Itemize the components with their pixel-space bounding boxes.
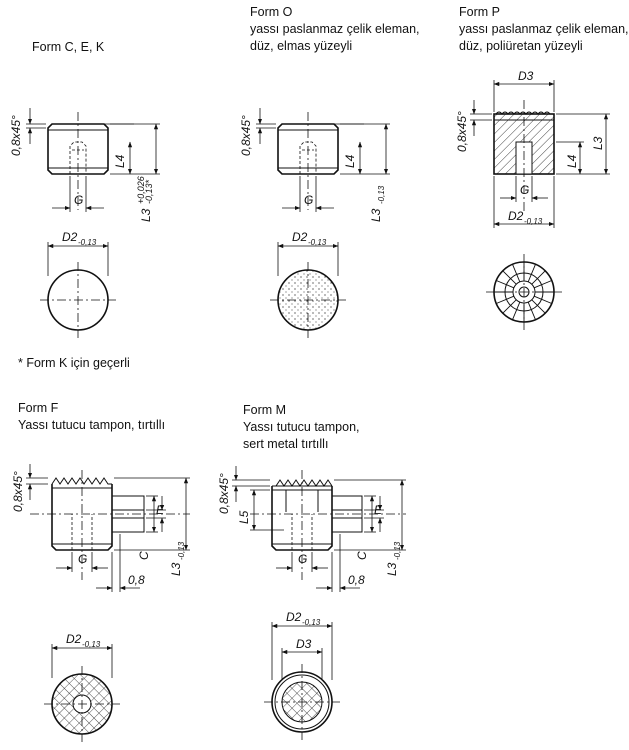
p-l4-label: L4	[565, 154, 579, 168]
form-o-title: Form O	[250, 5, 293, 19]
p-face-segment-line	[527, 301, 536, 320]
cek-g-label: G	[74, 193, 83, 207]
f-chamfer-label: 0,8x45°	[11, 471, 25, 512]
f-08-label: 0,8	[128, 573, 145, 587]
form-cek-top-view	[40, 242, 116, 338]
form-m-desc-1: Yassı tutucu tampon,	[243, 420, 360, 434]
f-c-label: C	[137, 551, 151, 560]
m-l5-label: L5	[237, 510, 251, 524]
m-c-label: C	[355, 551, 369, 560]
m-08-label: 0,8	[348, 573, 365, 587]
f-d2-label: D2	[66, 632, 82, 646]
cek-l4-label: L4	[113, 154, 127, 168]
cek-d2-label: D2	[62, 230, 78, 244]
p-l3-label: L3	[591, 136, 605, 150]
o-chamfer-label: 0,8x45°	[239, 115, 253, 156]
form-p-title: Form P	[459, 5, 500, 19]
cek-d2-tol: -0,13	[78, 238, 97, 247]
form-m-top-view	[264, 622, 340, 740]
form-p-desc-1: yassı paslanmaz çelik eleman,	[459, 22, 629, 36]
f-d2-tol: -0,13	[82, 640, 101, 649]
form-m-desc-2: sert metal tırtıllı	[243, 437, 329, 451]
p-face-segment-line	[533, 280, 552, 289]
form-o-desc-2: düz, elmas yüzeyli	[250, 39, 353, 53]
o-l3-tol: -0,13	[377, 185, 386, 204]
cek-l3-tol-down: -0,13*	[144, 179, 154, 204]
cek-l3-tol-up: +0,026	[136, 176, 146, 204]
f-l3-label: L3	[169, 562, 183, 576]
p-d3-label: D3	[518, 69, 534, 83]
m-e-label: E	[374, 503, 383, 517]
form-cek-side-view	[26, 108, 160, 212]
form-p-top-view	[486, 254, 562, 330]
o-l4-label: L4	[343, 154, 357, 168]
m-l3-tol: -0,13	[393, 541, 402, 560]
form-cek-title: Form C, E, K	[32, 40, 105, 54]
o-d2-tol: -0,13	[308, 238, 327, 247]
form-m-side-view	[232, 466, 406, 592]
p-face-segment-line	[531, 270, 546, 285]
p-face-segment-line	[512, 264, 521, 283]
m-d2-label: D2	[286, 610, 302, 624]
p-chamfer-label: 0,8x45°	[455, 111, 469, 152]
form-m-title: Form M	[243, 403, 287, 417]
p-face-segment-line	[502, 270, 517, 285]
o-d2-label: D2	[292, 230, 308, 244]
f-l3-tol: -0,13	[177, 541, 186, 560]
form-o-top-view	[270, 242, 346, 338]
p-face-segment-line	[496, 295, 515, 304]
form-o-desc-1: yassı paslanmaz çelik eleman,	[250, 22, 420, 36]
o-g-label: G	[304, 193, 313, 207]
footnote-form-k: * Form K için geçerli	[18, 356, 130, 370]
p-face-segment-line	[531, 299, 546, 314]
p-g-label: G	[520, 183, 529, 197]
o-l3-label: L3	[369, 208, 383, 222]
form-p-side-view	[470, 80, 610, 228]
p-face-segment-line	[512, 301, 521, 320]
form-p-desc-2: düz, poliüretan yüzeyli	[459, 39, 583, 53]
p-d2-label: D2	[508, 209, 524, 223]
form-f-top-view	[44, 644, 120, 742]
p-face-segment-line	[527, 264, 536, 283]
p-face-segment-line	[496, 280, 515, 289]
p-face-segment-line	[533, 295, 552, 304]
m-g-label: G	[298, 552, 307, 566]
f-g-label: G	[78, 552, 87, 566]
f-e-label: E	[156, 503, 165, 517]
m-l3-label: L3	[385, 562, 399, 576]
form-o-side-view	[256, 108, 390, 212]
form-f-desc-1: Yassı tutucu tampon, tırtıllı	[18, 418, 166, 432]
m-d2-tol: -0,13	[302, 618, 321, 627]
form-f-side-view	[26, 464, 190, 592]
m-d3-label: D3	[296, 637, 312, 651]
p-face-segment-line	[502, 299, 517, 314]
cek-chamfer-label: 0,8x45°	[9, 115, 23, 156]
m-chamfer-label: 0,8x45°	[217, 473, 231, 514]
form-f-title: Form F	[18, 401, 59, 415]
p-d2-tol: -0,13	[524, 217, 543, 226]
cek-l3-label: L3	[139, 208, 153, 222]
